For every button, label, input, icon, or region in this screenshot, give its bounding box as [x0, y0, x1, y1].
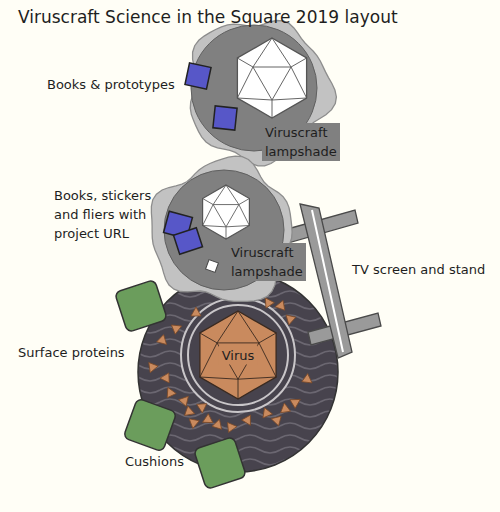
annotation-label: Books, stickers and fliers with project … [54, 186, 170, 243]
lampshades [203, 38, 307, 239]
surface-protein [171, 321, 183, 334]
lampshade-edges [203, 185, 250, 239]
tv-stand [284, 204, 381, 358]
surface-protein [270, 414, 281, 426]
surface-protein [284, 315, 296, 326]
surface-protein [274, 300, 285, 311]
surface-protein [163, 385, 176, 397]
surface-protein [179, 393, 192, 406]
surface-protein [290, 395, 303, 408]
surface-protein [279, 402, 290, 412]
virus-capsid-edges [200, 311, 276, 399]
surface-protein [157, 335, 170, 348]
lampshade-edges [237, 38, 306, 118]
surface-protein [259, 408, 272, 421]
lampshade-label: Viruscraft lampshade [228, 243, 306, 281]
lampshade-outline [237, 38, 306, 118]
surface-protein [212, 418, 224, 430]
sticker [206, 260, 219, 273]
virus-capsid [200, 311, 276, 399]
surface-protein [242, 415, 255, 428]
surface-protein [200, 414, 213, 427]
virus-capsid-outline [200, 311, 276, 399]
surface-protein [197, 404, 208, 414]
annotation-label: Cushions [125, 452, 184, 471]
annotation-label: TV screen and stand [352, 260, 485, 279]
lampshade [237, 38, 306, 118]
lampshade-outline [203, 185, 250, 239]
surface-protein [227, 422, 237, 433]
virus-label: Virus [219, 346, 258, 365]
lampshade-label: Viruscraft lampshade [262, 123, 340, 161]
surface-protein [302, 374, 315, 387]
annotation-label: Surface proteins [18, 343, 125, 362]
surface-protein [146, 362, 159, 374]
surface-protein [185, 406, 197, 418]
surface-protein [186, 415, 199, 428]
surface-protein [191, 307, 201, 316]
virus-node: Virus [194, 311, 282, 399]
annotation-label: Books & prototypes [47, 75, 175, 94]
lampshade [203, 185, 250, 239]
diagram-title: Viruscraft Science in the Square 2019 la… [18, 6, 398, 28]
surface-protein [160, 373, 169, 383]
